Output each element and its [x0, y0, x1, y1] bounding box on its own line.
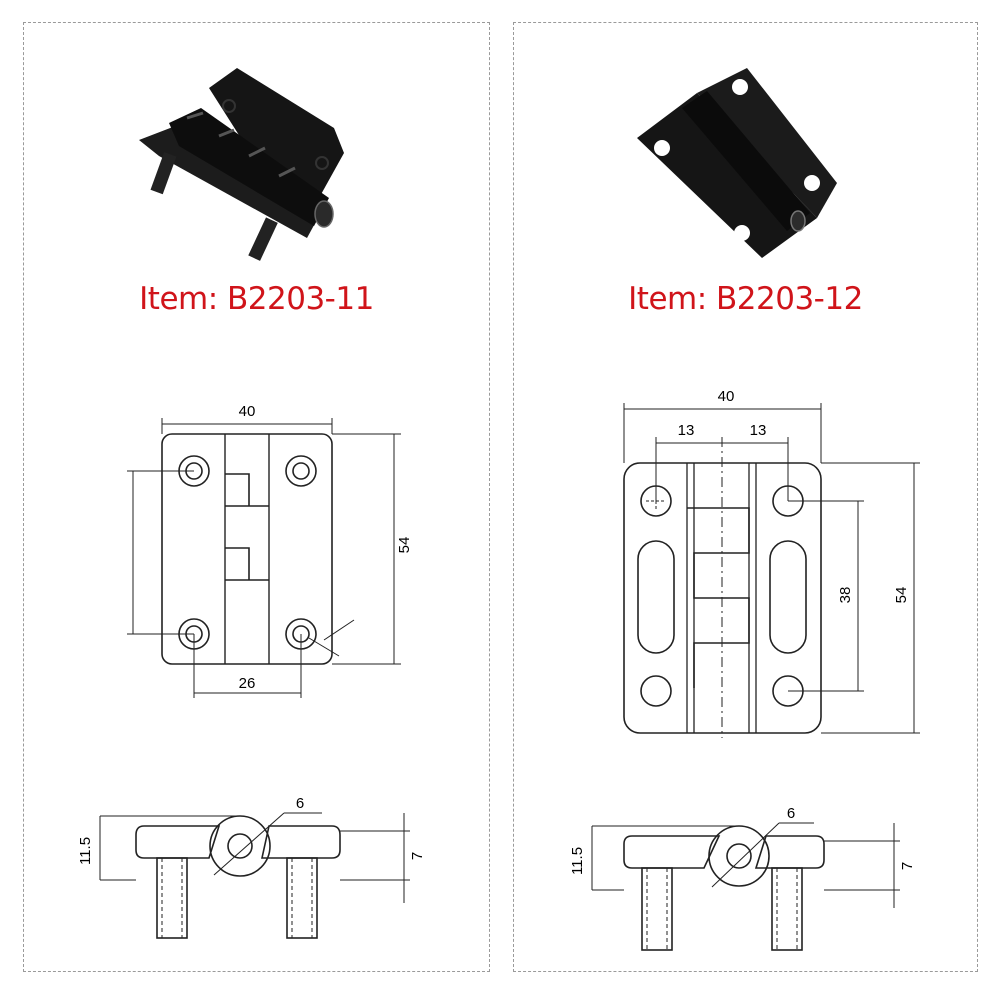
dim-offset-right-label: 13 [750, 422, 767, 439]
side-leaf-right [754, 835, 825, 869]
side-leaf-left [135, 825, 221, 859]
hinge-hole-icon [804, 175, 820, 191]
side-leaf-right [261, 825, 341, 859]
dim-hole-vertical-label: 38 [119, 550, 123, 567]
knuckle-segment [687, 507, 750, 688]
hinge-hole-icon [732, 79, 748, 95]
knuckle-edge [224, 434, 270, 664]
front-view-drawing-b2203-11: 40 54 38 26 [119, 403, 413, 698]
hinge-leaf-back [209, 68, 344, 216]
dim-width-label: 40 [239, 403, 256, 420]
slot-icon [769, 540, 807, 654]
hinge-hole-icon [734, 225, 750, 241]
dim-leaf-height-label: 7 [409, 852, 426, 860]
side-stud [771, 867, 803, 951]
dim-hole-vertical-label: 38 [837, 587, 854, 604]
side-view-drawing-b2203-11: 6 11.5 7 [77, 795, 426, 939]
item-title: Item: B2203-12 [628, 281, 863, 317]
dim-height-label: 54 [396, 537, 413, 554]
hinge-outline [161, 433, 333, 665]
mount-hole-icon [285, 455, 317, 487]
hinge-leaf [637, 93, 817, 258]
product-panel-b2203-11: Item: B2203-11 40 [23, 22, 490, 972]
dim-overall-height-label: 11.5 [77, 837, 94, 865]
product-panel-b2203-12: Item: B2203-12 40 13 13 38 54 [513, 22, 978, 972]
hinge-hole-icon [222, 99, 236, 113]
item-title: Item: B2203-11 [139, 281, 374, 317]
dim-width-label: 40 [718, 388, 735, 405]
dim-diameter-label: 6 [787, 805, 795, 822]
pin-end-icon [314, 200, 334, 228]
slot-icon [637, 540, 675, 654]
knuckle-highlight [186, 111, 296, 178]
stud [150, 152, 177, 195]
front-view-drawing-b2203-12: 40 13 13 38 54 [623, 388, 920, 738]
hinge-hole-icon [654, 140, 670, 156]
hinge-photo-b2203-11 [139, 68, 344, 261]
hinge-knuckle [682, 91, 810, 231]
side-view-drawing-b2203-12: 6 11.5 7 [569, 805, 916, 951]
knuckle-edge [686, 463, 757, 733]
pin-end-icon [790, 210, 806, 232]
side-stud [156, 857, 188, 939]
hinge-leaf-front [139, 120, 319, 238]
side-stud [641, 867, 673, 951]
knuckle-notch [225, 473, 269, 581]
dim-leaf-height-label: 7 [899, 862, 916, 870]
side-stud [286, 857, 318, 939]
stud [248, 217, 278, 261]
hinge-photo-b2203-12 [637, 68, 837, 258]
dim-hole-horizontal-label: 26 [239, 675, 256, 692]
hinge-knuckle [169, 108, 329, 226]
side-leaf-left [623, 835, 721, 869]
knuckle-circle-icon [209, 815, 271, 877]
hinge-hole-icon [315, 156, 329, 170]
dim-diameter-label: 6 [296, 795, 304, 812]
dim-height-label: 54 [893, 587, 910, 604]
dim-overall-height-label: 11.5 [569, 847, 586, 875]
hinge-leaf [697, 68, 837, 218]
mount-hole-icon [640, 675, 672, 707]
dim-offset-left-label: 13 [678, 422, 695, 439]
